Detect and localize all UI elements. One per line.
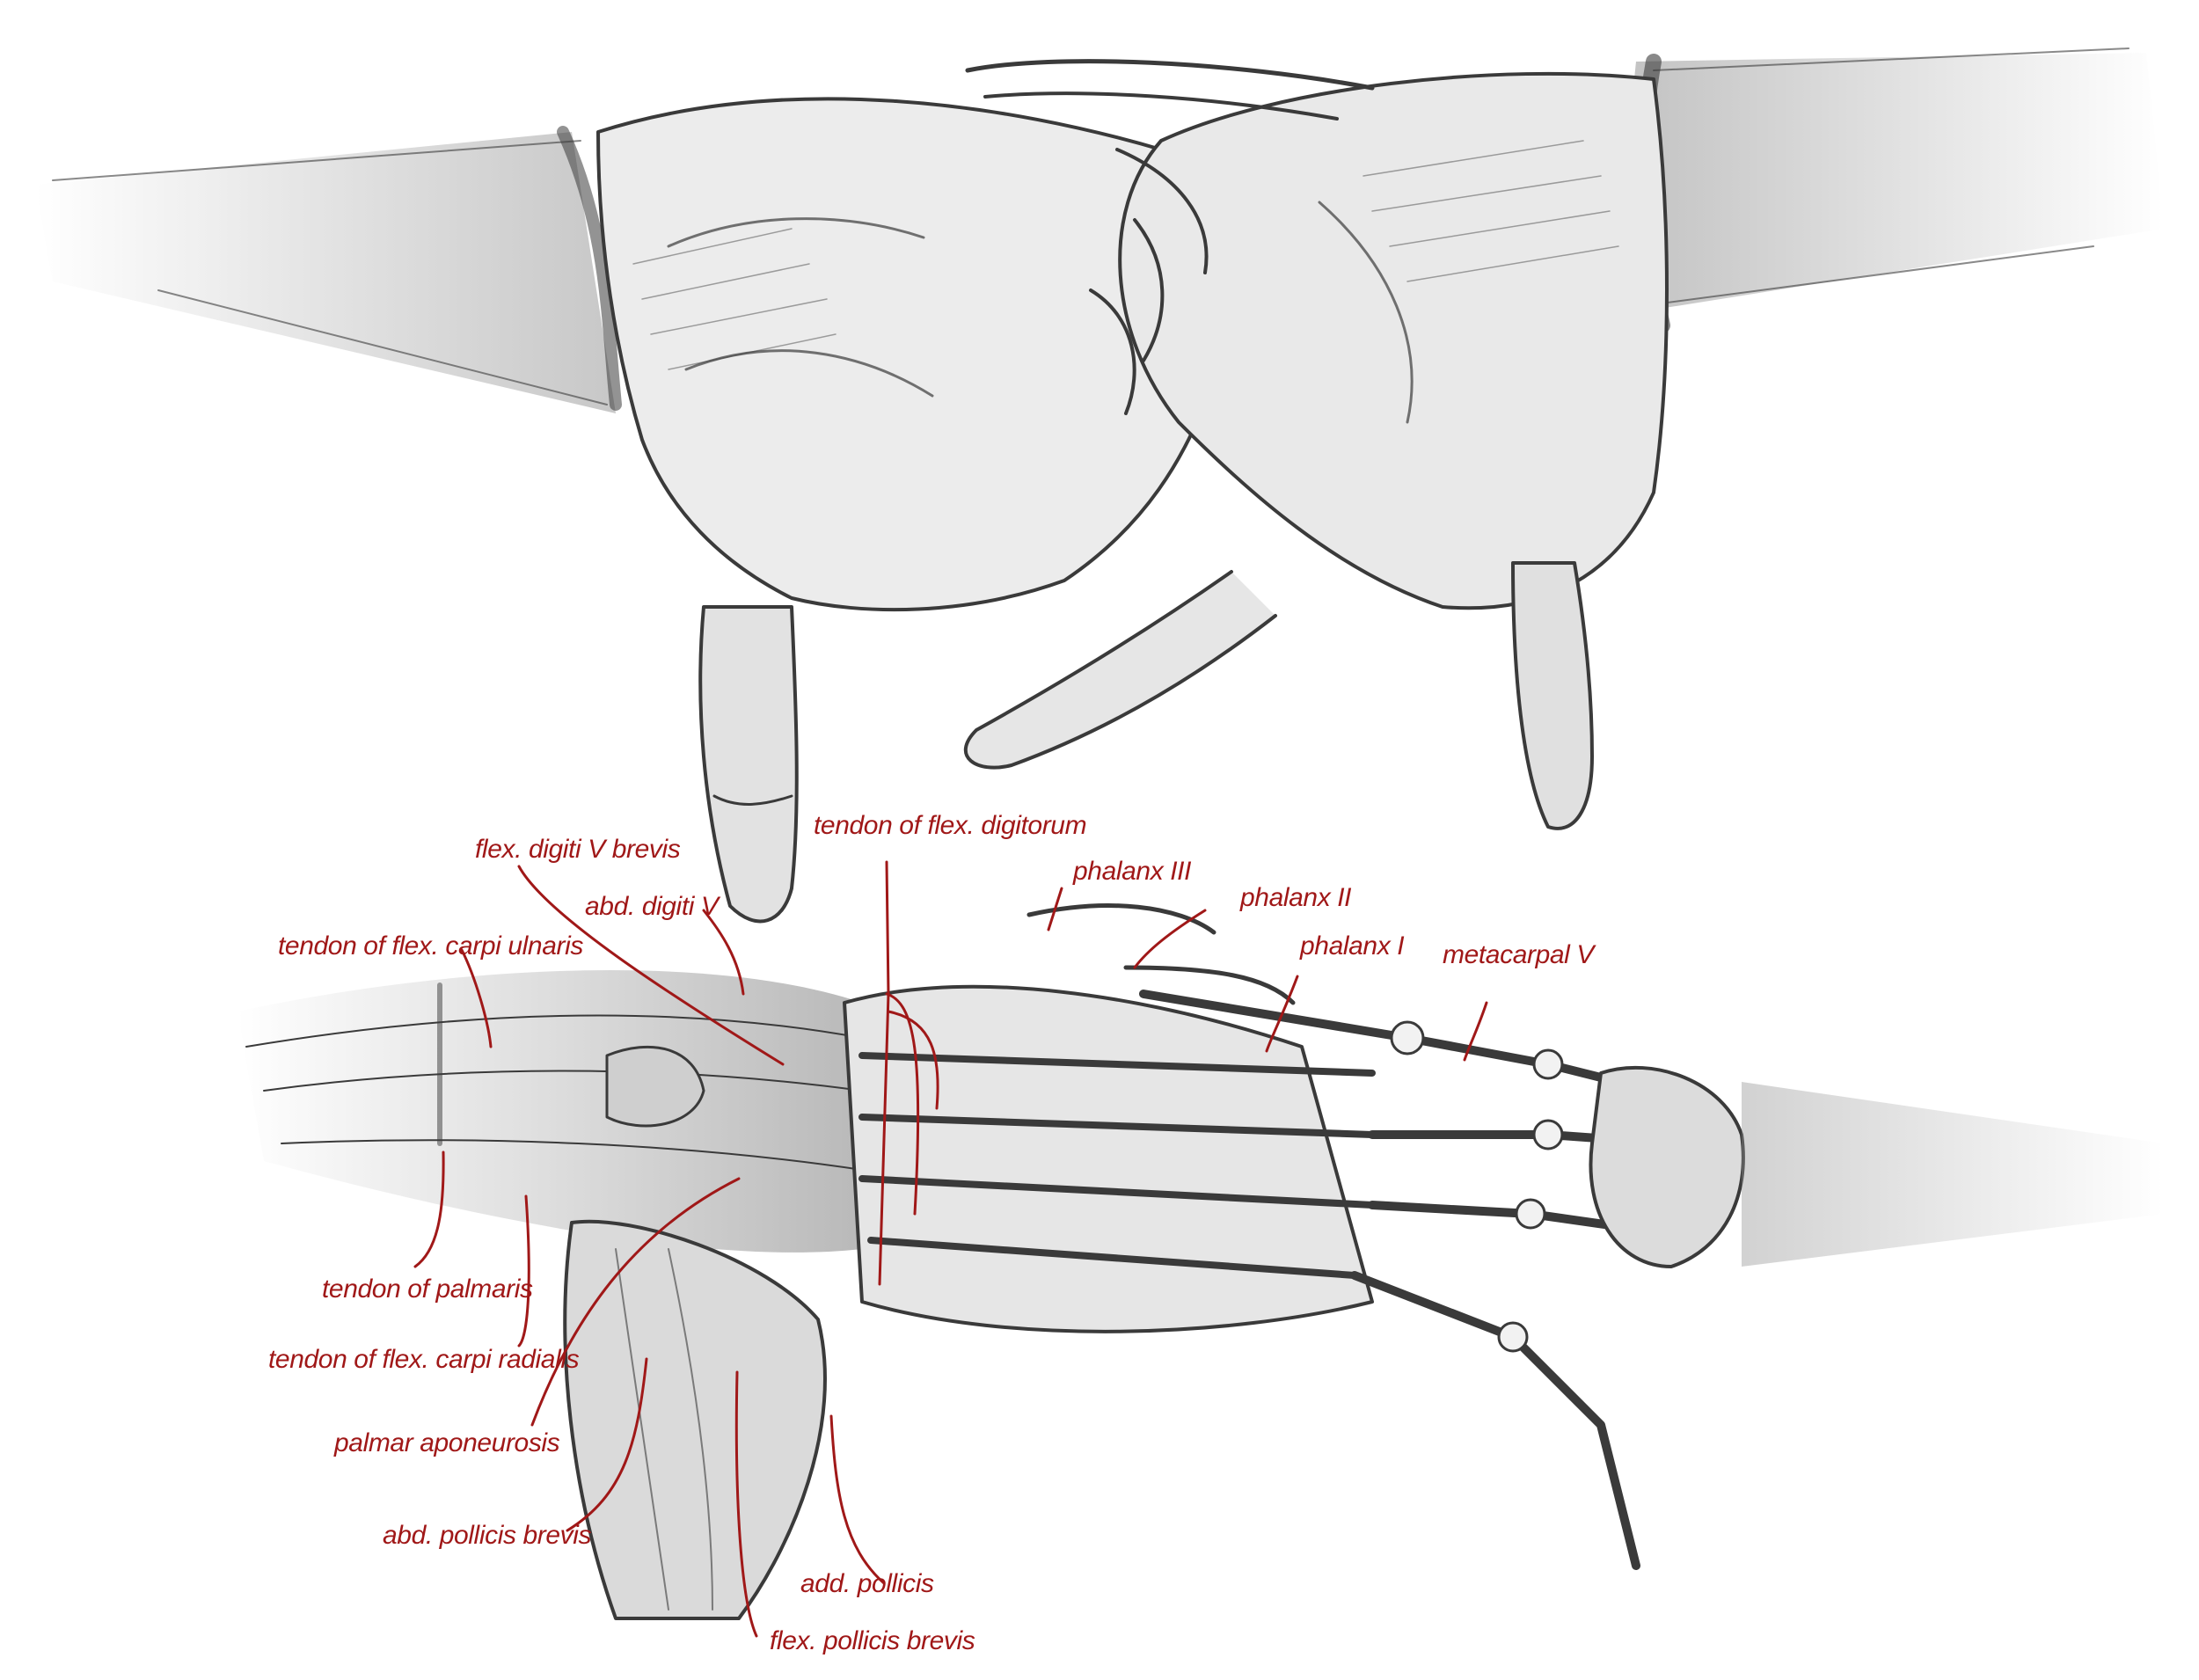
leader-tendon-palmaris [413, 1150, 445, 1268]
clasped-hands-sketch [35, 47, 2164, 924]
leader-phalanx-ii [1133, 909, 1207, 969]
label-phalanx-iii: phalanx III [1072, 857, 1191, 886]
leader-tendon-flex-carpi-radialis [517, 1194, 530, 1348]
label-flex-pollicis-brevis: flex. pollicis brevis [770, 1626, 975, 1655]
leader-metacarpal-v [1463, 1001, 1488, 1062]
leader-abd-pollicis-brevis [566, 1357, 648, 1532]
leader-abd-digiti-v [702, 909, 745, 996]
dissected-hand-sketch [237, 903, 2164, 1620]
label-metacarpal-v: metacarpal V [1443, 940, 1596, 969]
leader-tendon-flex-digitorum-2 [885, 992, 920, 1216]
label-tendon-flex-carpi-radialis: tendon of flex. carpi radialis [268, 1345, 580, 1374]
label-tendon-palmaris: tendon of palmaris [322, 1275, 533, 1304]
label-tendon-flex-carpi-ulnaris: tendon of flex. carpi ulnaris [278, 931, 583, 961]
leader-flex-pollicis-brevis [734, 1370, 758, 1638]
leader-phalanx-iii [1047, 887, 1063, 931]
leader-phalanx-i [1265, 975, 1299, 1053]
leader-lines [413, 860, 1488, 1638]
leader-tendon-flex-digitorum-3 [887, 1010, 939, 1110]
leader-palmar-aponeurosis [530, 1177, 741, 1427]
leader-flex-digiti-v-brevis [517, 865, 785, 1066]
label-flex-digiti-v-brevis: flex. digiti V brevis [475, 835, 681, 864]
label-palmar-aponeurosis: palmar aponeurosis [333, 1428, 560, 1457]
leader-add-pollicis [829, 1414, 886, 1585]
label-phalanx-i: phalanx I [1299, 931, 1404, 961]
label-tendon-flex-digitorum: tendon of flex. digitorum [814, 811, 1086, 840]
label-abd-pollicis-brevis: abd. pollicis brevis [383, 1521, 592, 1550]
labels: flex. digiti V brevis tendon of flex. di… [268, 811, 1597, 1655]
label-phalanx-ii: phalanx II [1239, 883, 1351, 912]
label-abd-digiti-v: abd. digiti V [585, 892, 721, 921]
label-add-pollicis: add. pollicis [800, 1569, 934, 1598]
leader-tendon-flex-carpi-ulnaris [460, 948, 493, 1048]
